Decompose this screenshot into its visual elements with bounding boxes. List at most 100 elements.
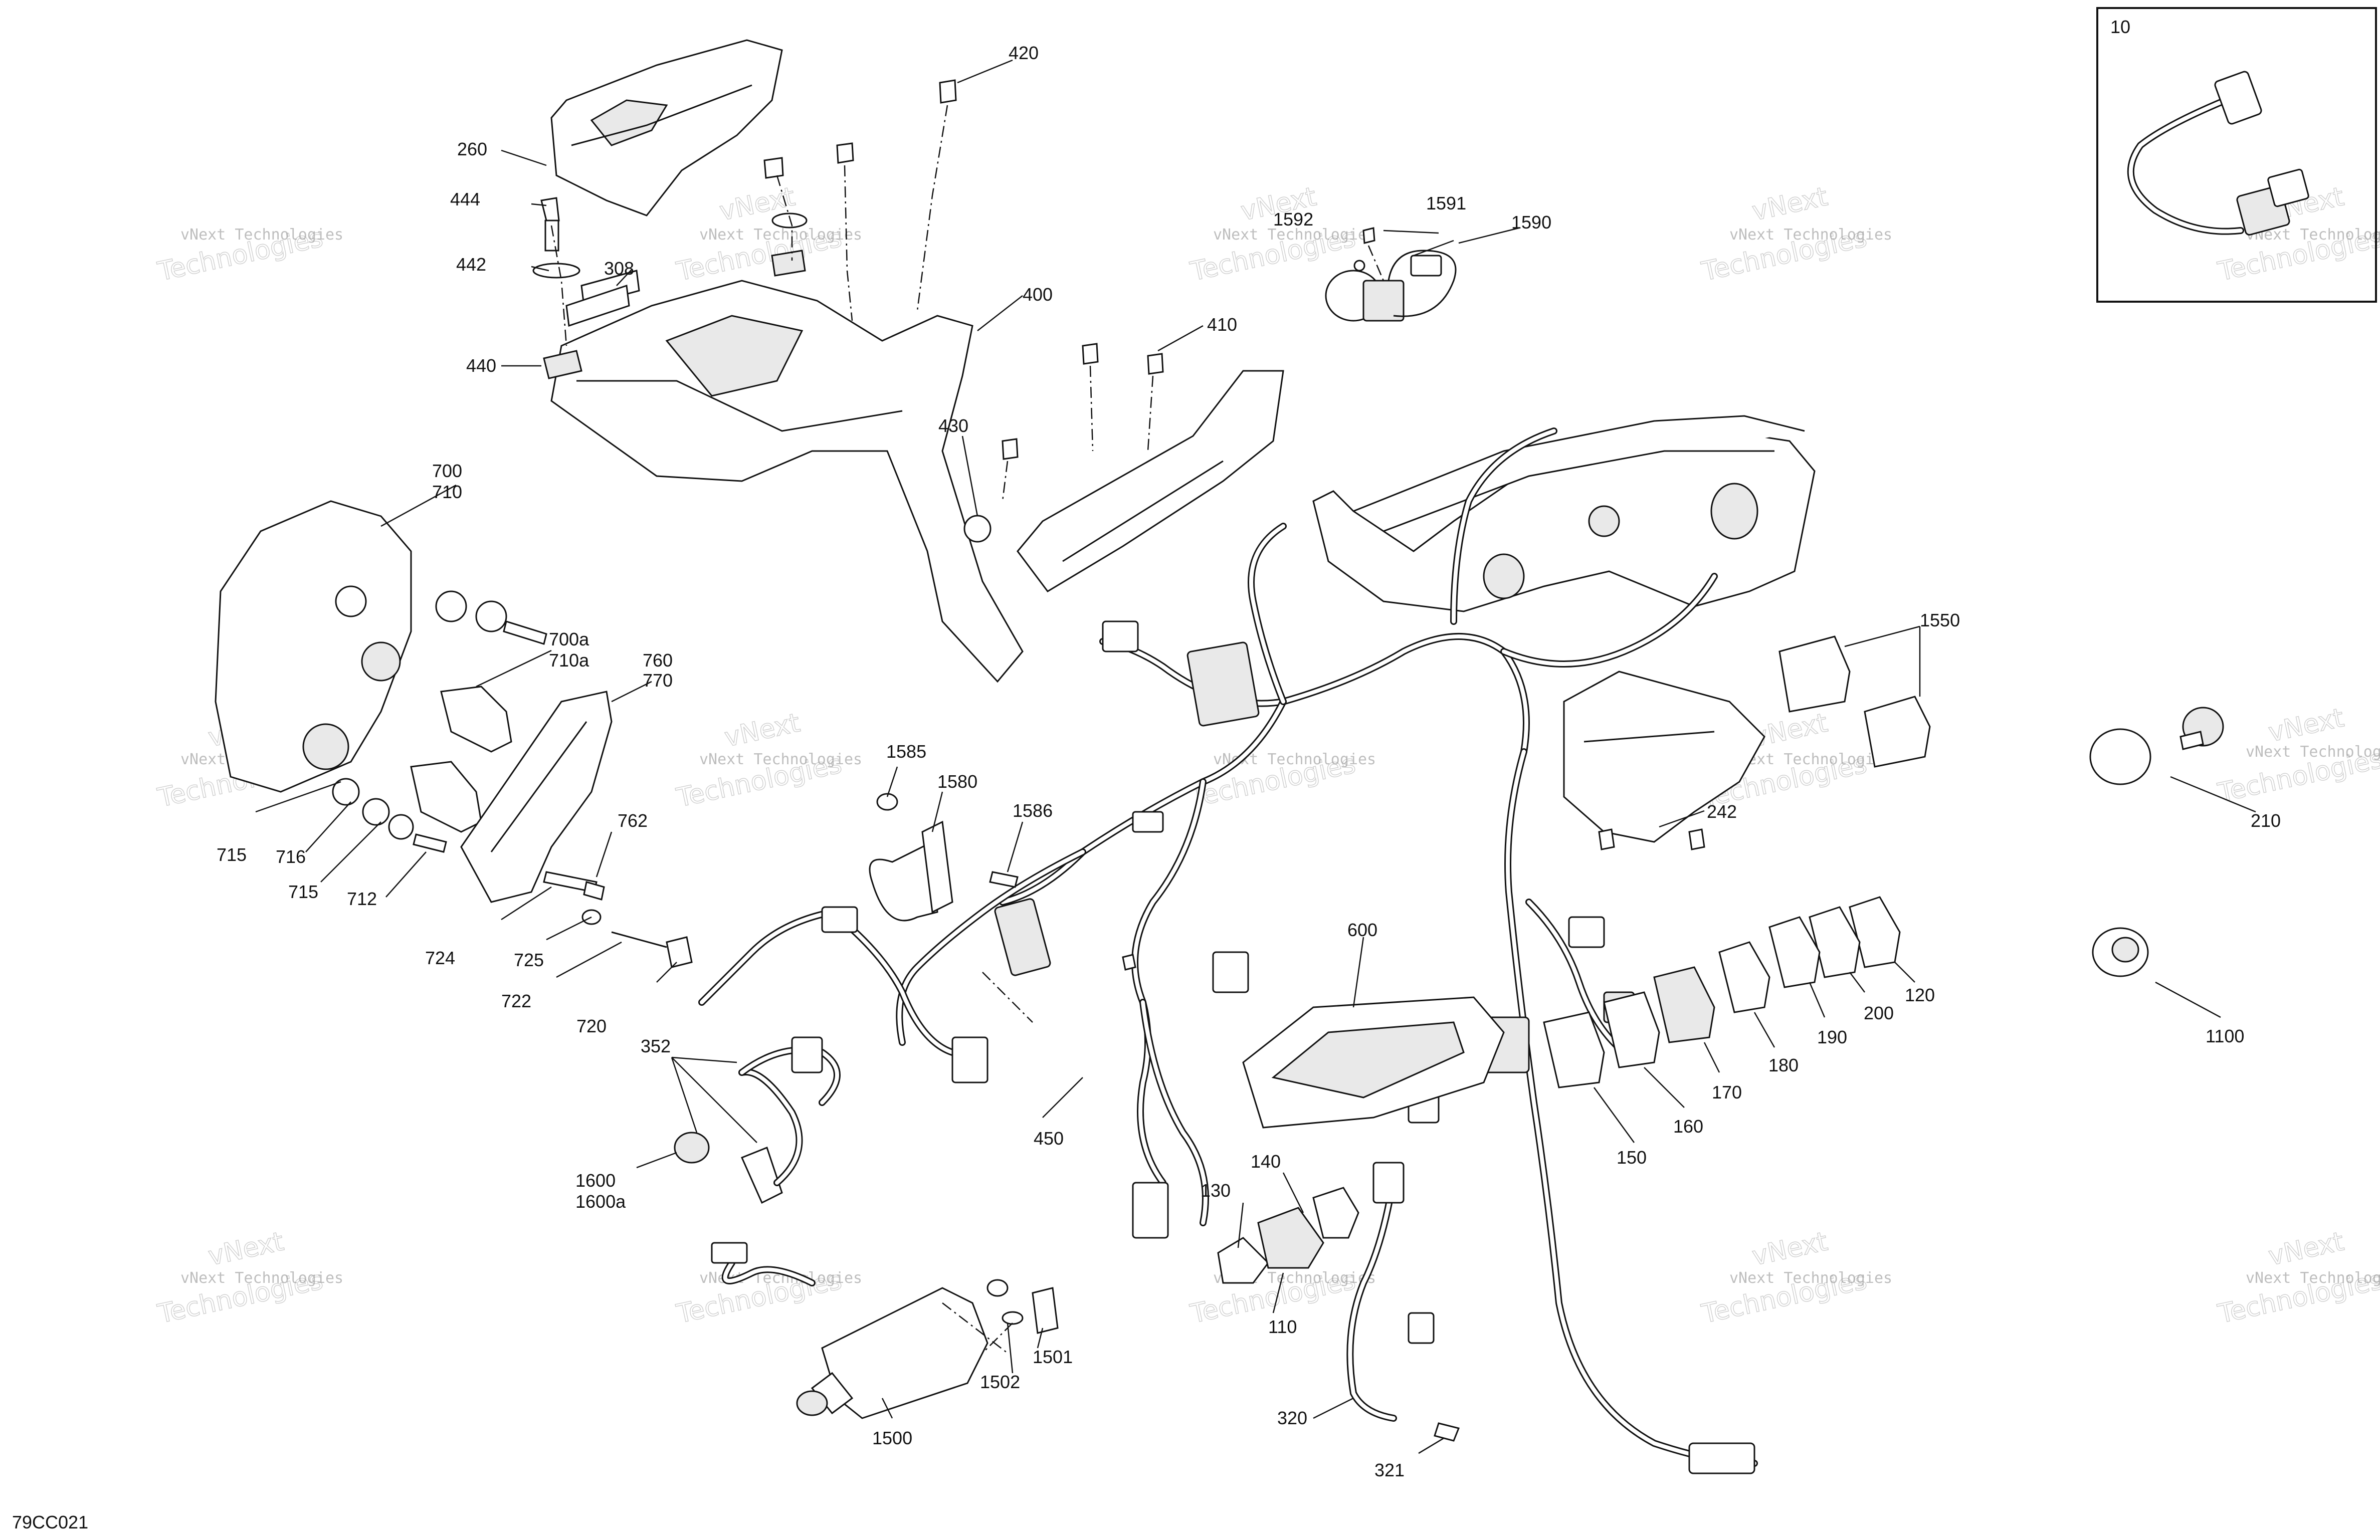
switch-1590[interactable]: [1325, 227, 1457, 322]
callout-352: 352: [641, 1036, 671, 1056]
switch-1100[interactable]: [2092, 927, 2149, 977]
fuse-box-242[interactable]: [1563, 671, 1765, 850]
key-switch-210[interactable]: [2089, 707, 2224, 785]
left-harness[interactable]: [698, 898, 1136, 1083]
cover-260[interactable]: [550, 39, 783, 216]
callout-190: 190: [1817, 1027, 1847, 1047]
watermark: vNext Technologies vNext Technologies: [674, 181, 863, 288]
callout-700: 700: [432, 461, 462, 481]
callout-442: 442: [456, 254, 486, 275]
leader-lines: [255, 59, 2256, 1454]
bracket-760[interactable]: [460, 691, 693, 968]
headlight-700[interactable]: [215, 500, 547, 793]
callout-410: 410: [1207, 314, 1237, 335]
gauge-housing[interactable]: [1312, 415, 1816, 612]
callout-1580: 1580: [937, 771, 977, 792]
callout-242: 242: [1707, 801, 1737, 822]
callout-716: 716: [276, 846, 306, 867]
callout-725: 725: [514, 950, 544, 970]
callout-722: 722: [501, 991, 531, 1011]
callout-1100: 1100: [2206, 1026, 2244, 1046]
callout-321: 321: [1374, 1460, 1405, 1480]
callout-1500: 1500: [872, 1428, 912, 1448]
watermark: vNext Technologies vNext Technologies: [674, 708, 863, 814]
callout-210: 210: [2251, 810, 2281, 831]
watermark: vNext Technologies vNext Technologies: [1699, 1226, 1893, 1330]
callout-1600: 1600: [575, 1170, 616, 1191]
callout-700a: 700a: [549, 629, 589, 649]
callout-200: 200: [1864, 1003, 1894, 1023]
bracket-400[interactable]: [550, 280, 1024, 683]
watermark-outline: vNext: [2266, 703, 2346, 748]
callout-1502: 1502: [980, 1372, 1020, 1392]
callout-1591: 1591: [1426, 193, 1466, 213]
watermark-outline: vNext: [1749, 181, 1830, 227]
connector-group-110-140[interactable]: [1132, 1182, 1359, 1284]
watermark-outline: vNext: [1749, 708, 1830, 753]
callout-450: 450: [1034, 1128, 1064, 1149]
callout-1590: 1590: [1511, 212, 1551, 233]
callout-308: 308: [604, 258, 634, 279]
callout-600: 600: [1347, 920, 1377, 940]
callout-710: 710: [432, 482, 462, 502]
watermark-text: vNext Technologies: [699, 226, 862, 244]
inset-cable-10[interactable]: [2127, 71, 2309, 236]
bracket-410[interactable]: [963, 343, 1284, 592]
callout-760: 760: [643, 650, 673, 671]
display-600[interactable]: [1242, 996, 1505, 1129]
callout-170: 170: [1712, 1082, 1742, 1103]
watermark-outline: vNext: [2266, 1226, 2346, 1271]
main-harness[interactable]: [896, 427, 1758, 1474]
callout-715-a: 715: [217, 844, 247, 865]
figure-code: 79CC021: [12, 1512, 88, 1532]
callout-140: 140: [1251, 1151, 1281, 1172]
relays-1550[interactable]: [1778, 635, 1931, 768]
callout-440: 440: [466, 355, 496, 376]
callout-444: 444: [450, 189, 480, 209]
callout-180: 180: [1768, 1055, 1799, 1075]
watermark-outline: vNext: [1749, 1226, 1830, 1271]
watermark-text: vNext Technologies: [1213, 226, 1376, 244]
callout-420: 420: [1009, 43, 1039, 63]
watermark: vNext Technologies Technologies: [1187, 749, 1376, 814]
inset-frame: [2096, 7, 2377, 303]
watermark-text: vNext Technologies: [1729, 751, 1892, 768]
switch-1500[interactable]: [711, 1242, 1059, 1419]
watermark: vNext Technologies Technologies: [155, 223, 344, 288]
watermark: vNext Technologies vNext Technologies: [155, 1226, 344, 1330]
watermark: vNext Technologies vNext Technologies: [2215, 1226, 2380, 1330]
watermark: vNext Technologies vNext Technologies: [2215, 703, 2380, 809]
callout-1501: 1501: [1033, 1347, 1073, 1367]
callout-320: 320: [1277, 1408, 1307, 1428]
inset-label: 10: [2110, 17, 2130, 37]
watermark-text: vNext Technologies: [1729, 1269, 1892, 1287]
callouts: 260 444 442 308 440 420 400 410 430 1592…: [217, 43, 2281, 1480]
callout-1550: 1550: [1920, 610, 1960, 630]
callout-120: 120: [1905, 985, 1935, 1005]
callout-430: 430: [938, 415, 968, 436]
watermark-text: vNext Technologies: [699, 751, 862, 768]
callout-160: 160: [1673, 1116, 1703, 1137]
watermark-text: vNext Technologies: [2246, 743, 2380, 761]
callout-150: 150: [1617, 1147, 1647, 1168]
watermark-outline: vNext: [722, 708, 803, 753]
sub-harness-320[interactable]: [1346, 1162, 1460, 1442]
watermark: vNext Technologies vNext Technologies: [1699, 181, 1893, 288]
callout-400: 400: [1023, 284, 1053, 305]
callout-712: 712: [347, 889, 377, 909]
watermark: vNext Technologies Technologies: [674, 1265, 863, 1330]
callout-724: 724: [425, 948, 455, 968]
horn-1580[interactable]: [869, 793, 1019, 922]
switch-pack[interactable]: [1543, 896, 1901, 1088]
watermark-text: vNext Technologies: [180, 226, 343, 244]
inset-box: 10: [2096, 7, 2377, 303]
callout-110: 110: [1268, 1316, 1297, 1337]
headlight-bulbs[interactable]: [332, 686, 512, 853]
watermark-text: vNext Technologies: [1729, 226, 1892, 244]
callout-762: 762: [618, 810, 648, 831]
assembly-lines: [550, 105, 1384, 1354]
callout-1600a: 1600a: [575, 1191, 626, 1212]
callout-1592: 1592: [1273, 209, 1313, 230]
callout-1586: 1586: [1013, 800, 1053, 821]
